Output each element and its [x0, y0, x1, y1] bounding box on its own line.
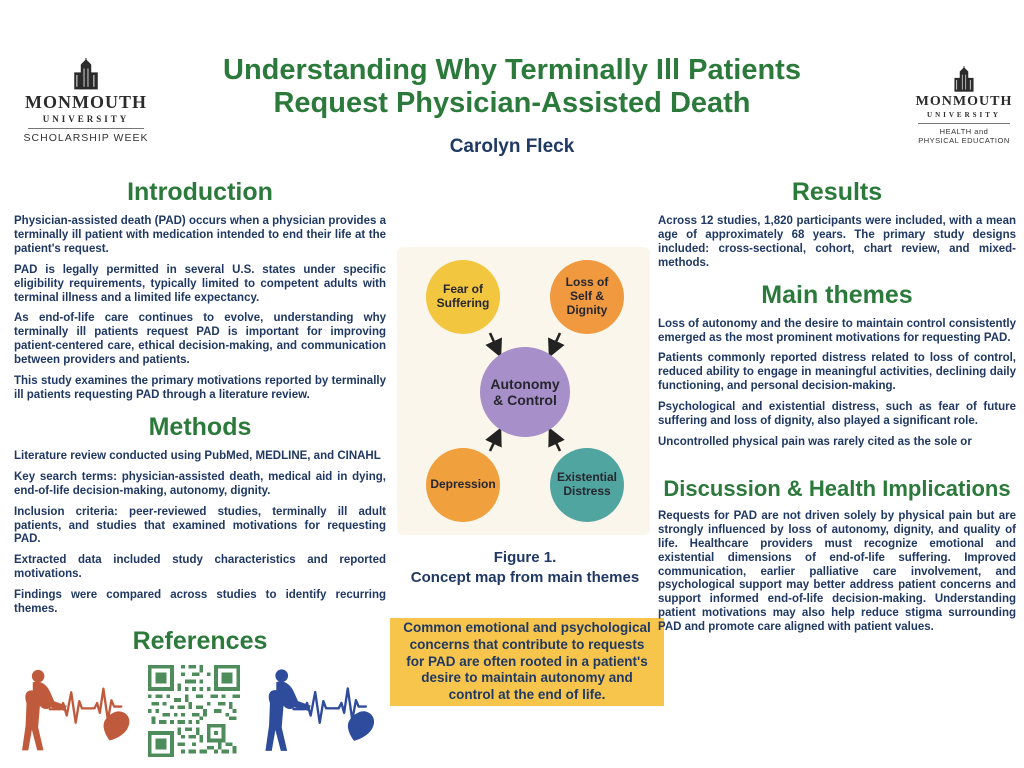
monmouth-scholarship-week-logo: MONMOUTH UNIVERSITY SCHOLARSHIP WEEK	[22, 58, 150, 144]
concept-node-loss-of-self-dignity: Loss of Self & Dignity	[550, 260, 624, 334]
concept-map: Fear of Suffering Loss of Self & Dignity…	[397, 247, 650, 535]
figure-caption: Figure 1. Concept map from main themes	[380, 548, 670, 587]
main-themes-paragraph: Uncontrolled physical pain was rarely ci…	[658, 435, 972, 448]
right-column: Results Across 12 studies, 1,820 partici…	[658, 178, 1016, 642]
building-icon	[65, 58, 107, 92]
discussion-paragraph: Requests for PAD are not driven solely b…	[658, 509, 1016, 634]
methods-paragraph: Key search terms: physician-assisted dea…	[14, 470, 386, 497]
main-themes-heading: Main themes	[761, 280, 913, 309]
figure-caption-line2: Concept map from main themes	[410, 568, 640, 586]
key-takeaway-box: Common emotional and psychological conce…	[390, 618, 664, 706]
main-themes-paragraph: Patients commonly reported distress rela…	[658, 352, 1016, 393]
logo-wordmark: MONMOUTH	[915, 94, 1013, 109]
logo-divider	[918, 123, 1010, 124]
logo-divider	[28, 128, 144, 129]
concept-node-fear-of-suffering: Fear of Suffering	[426, 260, 500, 334]
references-heading: References	[132, 626, 268, 655]
main-themes-paragraph: Loss of autonomy and the desire to maint…	[658, 317, 1016, 344]
qr-code	[148, 665, 240, 758]
methods-paragraph: Inclusion criteria: peer-reviewed studie…	[14, 505, 386, 546]
ekg-heartbeat-illustration-red	[14, 664, 132, 759]
main-themes-paragraph: Psychological and existential distress, …	[658, 401, 1016, 428]
methods-paragraph: Literature review conducted using PubMed…	[14, 449, 381, 462]
references-images	[14, 664, 386, 759]
concept-node-autonomy-control: Autonomy & Control	[480, 347, 570, 437]
building-icon	[947, 66, 981, 94]
poster-title: Understanding Why Terminally Ill Patient…	[162, 54, 862, 120]
poster-title-line1: Understanding Why Terminally Ill Patient…	[223, 54, 801, 86]
concept-map-arrows	[485, 332, 565, 452]
concept-node-existential-distress: Existential Distress	[550, 448, 624, 522]
introduction-heading: Introduction	[127, 178, 273, 206]
logo-tagline: HEALTH and PHYSICAL EDUCATION	[918, 127, 1010, 146]
methods-heading: Methods	[148, 412, 252, 441]
introduction-paragraph: This study examines the primary motivati…	[14, 375, 386, 401]
author-name: Carolyn Fleck	[449, 136, 575, 157]
left-column: Introduction Physician-assisted death (P…	[14, 178, 386, 759]
arrow-existential-to-center	[548, 427, 565, 452]
ekg-heartbeat-illustration-blue	[256, 664, 378, 759]
arrow-fear-to-center	[485, 332, 502, 358]
arrow-loss-to-center	[548, 332, 565, 358]
results-heading: Results	[791, 178, 883, 206]
introduction-paragraph: As end-of-life care continues to evolve,…	[14, 312, 386, 367]
introduction-paragraph: PAD is legally permitted in several U.S.…	[14, 263, 386, 304]
poster-title-line2: Request Physician-Assisted Death	[273, 87, 751, 120]
monmouth-health-pe-logo: MONMOUTH UNIVERSITY HEALTH and PHYSICAL …	[912, 66, 1016, 146]
arrow-depression-to-center	[485, 427, 502, 452]
introduction-paragraph: Physician-assisted death (PAD) occurs wh…	[14, 215, 386, 255]
logo-tagline: SCHOLARSHIP WEEK	[23, 132, 149, 144]
results-paragraph: Across 12 studies, 1,820 participants we…	[658, 215, 1016, 269]
methods-paragraph: Extracted data included study characteri…	[14, 554, 386, 581]
discussion-heading: Discussion & Health Implications	[663, 475, 1011, 501]
concept-node-depression: Depression	[426, 448, 500, 522]
logo-subword: UNIVERSITY	[42, 114, 130, 124]
logo-subword: UNIVERSITY	[927, 111, 1001, 119]
logo-wordmark: MONMOUTH	[25, 92, 147, 112]
methods-paragraph: Findings were compared across studies to…	[14, 589, 386, 616]
figure-caption-line1: Figure 1.	[493, 549, 557, 566]
